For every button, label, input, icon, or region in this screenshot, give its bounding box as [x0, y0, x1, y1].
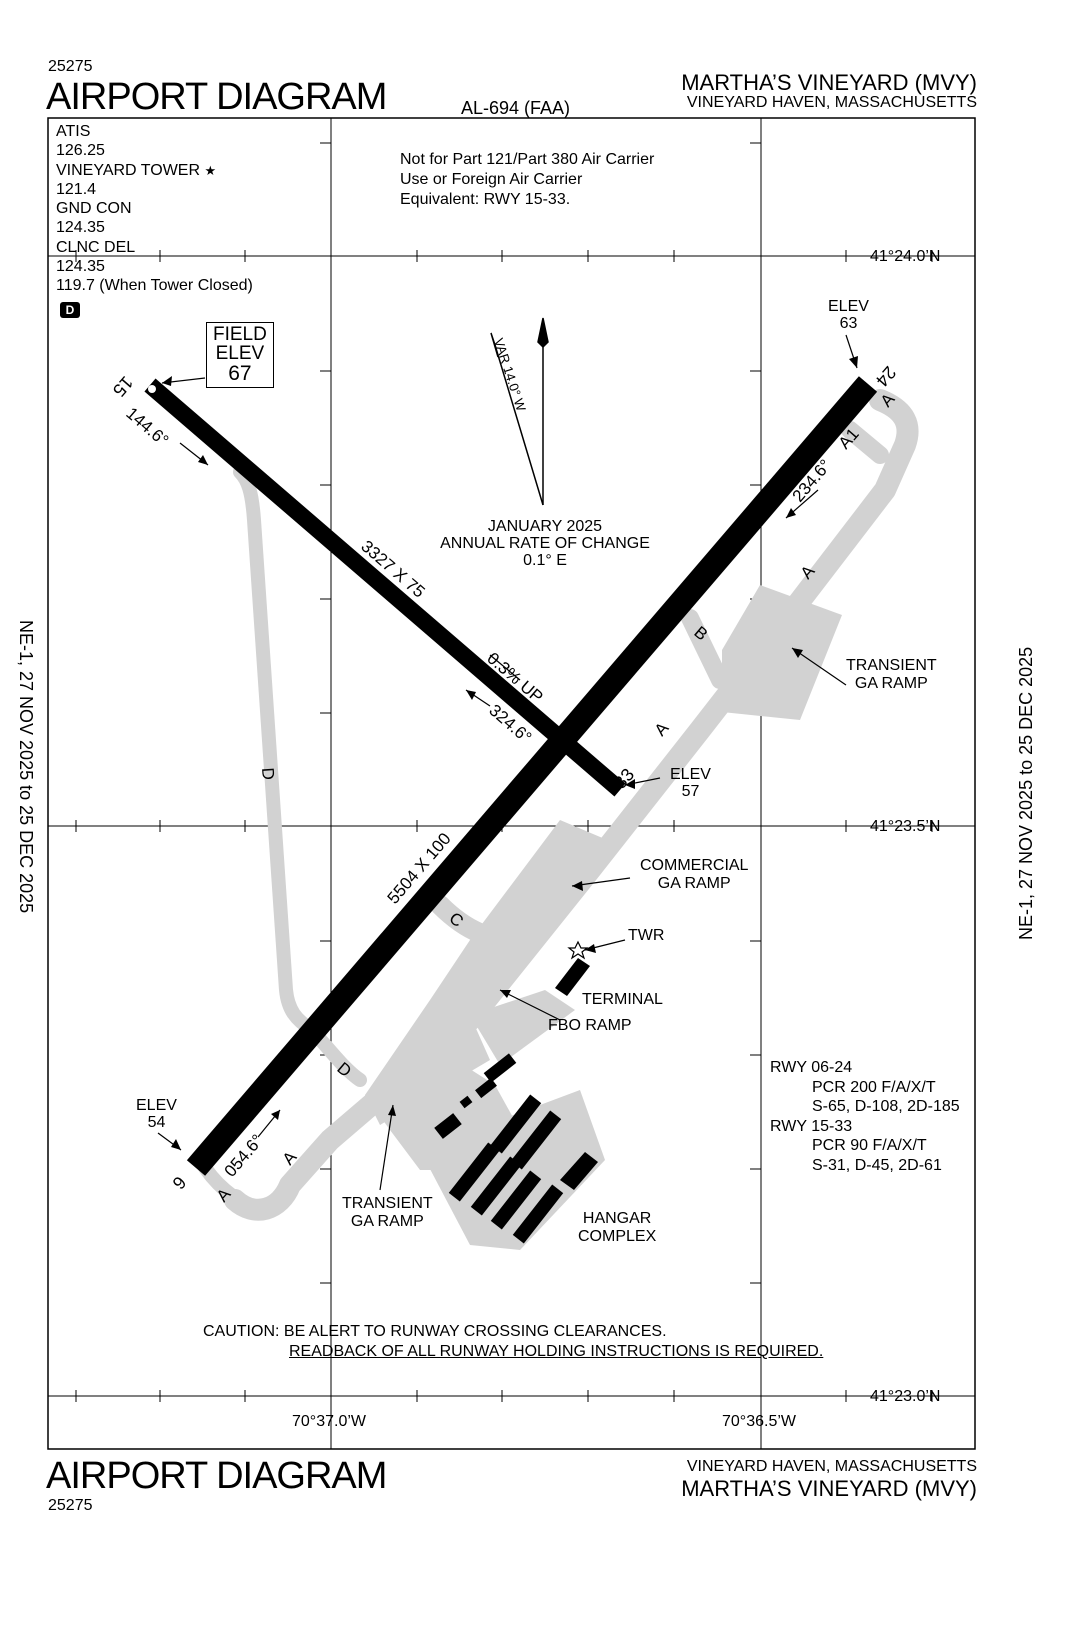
pavement-line: S-31, D-45, 2D-61: [812, 1156, 942, 1174]
label-line: COMMERCIAL: [640, 857, 749, 874]
field-elev-line: FIELD: [213, 324, 267, 345]
part-time-star-icon: ★: [204, 162, 217, 178]
rwy-end-24: 24: [872, 362, 900, 390]
freq-ground-value: 124.35: [56, 219, 105, 237]
pavement-line: PCR 90 F/A/X/T: [812, 1137, 927, 1154]
airport-location-top: VINEYARD HAVEN, MASSACHUSETTS: [686, 94, 977, 111]
pavement-line: S-65, D-108, 2D-185: [812, 1098, 960, 1115]
freq-tower-row: VINEYARD TOWER ★: [56, 161, 253, 180]
freq-atis-label: ATIS: [56, 123, 91, 140]
elev-value: 54: [147, 1114, 166, 1131]
label-line: GA RAMP: [350, 1213, 424, 1230]
label-transient-ga-ramp-east: TRANSIENT GA RAMP: [846, 657, 937, 693]
caution-line-2: READBACK OF ALL RUNWAY HOLDING INSTRUCTI…: [289, 1343, 824, 1360]
freq-tower-value: 121.4: [56, 180, 97, 198]
label-tower: TWR: [628, 927, 665, 944]
elev-label: ELEV: [828, 298, 869, 315]
map-frame: [47, 117, 976, 1450]
label-terminal: TERMINAL: [582, 991, 663, 1008]
elev-value: 57: [681, 783, 700, 800]
field-elevation-box: FIELD ELEV 67: [206, 322, 274, 388]
elev-label: ELEV: [670, 766, 711, 783]
latitude-label-top: 41°24.0’N: [870, 248, 941, 265]
elev-rwy-24: ELEV 63: [828, 298, 869, 332]
field-elev-value: 67: [228, 362, 252, 385]
taxiway-network: [193, 389, 919, 1221]
taxiway-label: D: [258, 767, 278, 781]
rate-line: ANNUAL RATE OF CHANGE: [440, 535, 650, 552]
magnetic-variation: VAR 14.0° W: [491, 336, 529, 413]
elev-value: 63: [839, 315, 858, 332]
label-line: TRANSIENT: [342, 1195, 433, 1212]
runway-06-24: [186, 376, 878, 1176]
airport-name-bottom: MARTHA’S VINEYARD (MVY): [681, 1476, 977, 1501]
procedure-id: AL-694 (FAA): [461, 98, 571, 118]
elev-rwy-33: ELEV 57: [670, 766, 711, 800]
label-line: TRANSIENT: [846, 657, 937, 674]
runway-15-33: [144, 378, 626, 797]
freq-clearance-value: 124.35: [56, 258, 105, 276]
longitude-label-right: 70°36.5’W: [722, 1413, 796, 1430]
arrowheads: [162, 356, 858, 1150]
rate-line: JANUARY 2025: [487, 518, 603, 535]
frequency-list: ATIS 126.25 VINEYARD TOWER ★ 121.4 GND C…: [56, 122, 253, 296]
pavement-line: PCR 200 F/A/X/T: [812, 1078, 936, 1096]
caution-line-1: CAUTION: BE ALERT TO RUNWAY CROSSING CLE…: [203, 1323, 667, 1340]
elev-label: ELEV: [136, 1097, 177, 1114]
hangars: [434, 958, 598, 1244]
tower-icon: [567, 940, 589, 960]
rwy-15-33-heading-15: 144.6°: [122, 404, 172, 451]
north-arrows: [490, 317, 549, 506]
pavement-rwy: RWY 06-24: [770, 1059, 853, 1076]
label-hangar-complex: HANGAR COMPLEX: [578, 1210, 656, 1246]
longitude-label-left: 70°37.0’W: [292, 1413, 366, 1430]
chart-title-bottom: AIRPORT DIAGRAM: [46, 1455, 387, 1497]
rwy-end-15: 15: [109, 372, 137, 400]
label-line: HANGAR: [582, 1210, 652, 1227]
label-line: GA RAMP: [854, 675, 928, 692]
label-fbo-ramp: FBO RAMP: [548, 1017, 632, 1034]
label-commercial-ga-ramp: COMMERCIAL GA RAMP: [640, 857, 748, 893]
freq-ground-label: GND CON: [56, 200, 132, 218]
latitude-label-mid: 41°23.5’N: [870, 818, 941, 835]
restriction-line: Not for Part 121/Part 380 Air Carrier: [400, 151, 655, 168]
label-transient-ga-ramp-south: TRANSIENT GA RAMP: [342, 1195, 433, 1231]
rwy-end-6: 6: [168, 1172, 190, 1193]
field-elev-line: ELEV: [215, 343, 265, 364]
graticule: [48, 118, 975, 1449]
chart-number-top: 25275: [48, 58, 93, 75]
airport-name-top: MARTHA’S VINEYARD (MVY): [681, 70, 977, 95]
latitude-label-bottom: 41°23.0’N: [870, 1388, 941, 1405]
taxiway-label: A: [651, 718, 673, 740]
rate-of-change-note: JANUARY 2025 ANNUAL RATE OF CHANGE 0.1° …: [440, 518, 650, 569]
rate-line: 0.1° E: [523, 552, 567, 569]
restriction-line: Use or Foreign Air Carrier: [400, 171, 583, 188]
airport-location-bottom: VINEYARD HAVEN, MASSACHUSETTS: [686, 1458, 977, 1475]
pavement-rwy: RWY 15-33: [770, 1117, 853, 1135]
restriction-line: Equivalent: RWY 15-33.: [400, 191, 571, 208]
label-line: COMPLEX: [578, 1228, 657, 1245]
chart-title-top: AIRPORT DIAGRAM: [46, 76, 387, 118]
d-badge-icon: D: [60, 302, 80, 318]
chart-number-bottom: 25275: [48, 1497, 93, 1514]
freq-clearance-label: CLNC DEL: [56, 238, 136, 256]
pavement-data: RWY 06-24 PCR 200 F/A/X/T S-65, D-108, 2…: [770, 1058, 960, 1175]
freq-atis-value: 126.25: [56, 142, 105, 160]
elev-rwy-6: ELEV 54: [136, 1097, 177, 1131]
restriction-note: Not for Part 121/Part 380 Air Carrier Us…: [400, 150, 654, 210]
freq-tower-label: VINEYARD TOWER: [56, 161, 201, 179]
label-line: GA RAMP: [657, 875, 731, 892]
freq-clearance-alt: 119.7 (When Tower Closed): [56, 277, 253, 295]
